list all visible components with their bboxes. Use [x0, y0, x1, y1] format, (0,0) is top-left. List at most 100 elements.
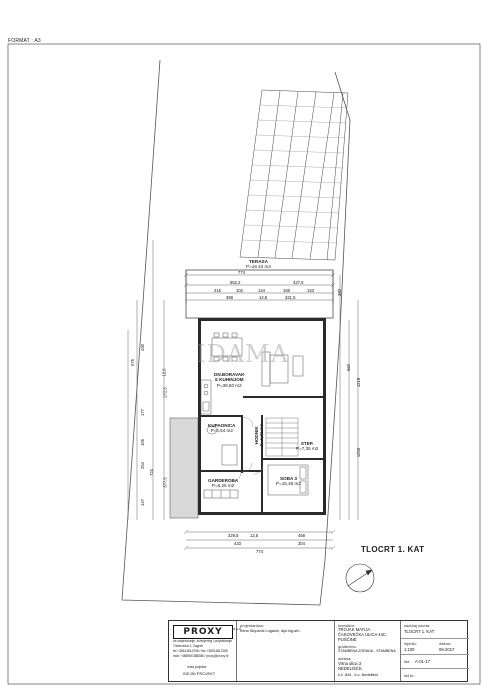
building-walls: [198, 318, 326, 515]
date-label: datum:: [439, 641, 452, 646]
dim-ticks: [183, 272, 336, 551]
dim-bottom-1: 229,5: [228, 533, 239, 538]
dim-top-2: 552,2: [230, 280, 241, 285]
address-label: adresa:: [338, 656, 352, 661]
dim-top-4: 215: [214, 288, 221, 293]
room-bathroom-area: P=4,54 m2: [210, 428, 233, 434]
dim-left-3: 575: [130, 359, 135, 366]
dim-left-8: 254: [140, 462, 145, 469]
kitchen-counter: [200, 379, 212, 415]
parcel: k.č. 844 , k.o. Nedelišće: [338, 673, 379, 677]
date-value: 06-2017: [439, 647, 455, 652]
company-mob: mob.+38598X388388 / proxy@proxy.hr: [173, 654, 229, 658]
number-label: list br.:: [404, 673, 416, 678]
room-wardrobe-area: P=6,25 m2: [211, 483, 235, 489]
dim-top-6: 144: [258, 288, 265, 293]
room-wardrobe-name: GARDEROBA: [208, 478, 239, 483]
watermark: IDAMA: [196, 340, 289, 368]
dim-right-3: 1219: [356, 377, 362, 388]
dim-top-5: 102: [236, 288, 243, 293]
tb-company: PROXY d.o.o. za savjetovanje, inženjerin…: [169, 621, 242, 681]
dim-bottom-6: 774: [256, 549, 263, 554]
dim-left-7: 105: [140, 439, 145, 446]
bed: [267, 464, 309, 496]
tb-number-row: list br.:: [401, 669, 469, 682]
dimension-lines-left: [127, 240, 165, 520]
terrace-outline: [185, 269, 334, 319]
dim-left-1: 724: [149, 469, 154, 476]
wardrobe: [203, 489, 239, 499]
dim-top-3: 427,8: [293, 280, 304, 285]
company-desc: za savjetovanje, inženjering i projektir…: [173, 639, 233, 643]
dimension-lines-bottom: [186, 531, 333, 549]
dining-table: [211, 332, 243, 362]
dim-bottom-5: 304: [298, 541, 305, 546]
sofa: [261, 351, 304, 387]
tb-scale-row: mjerilo: 1:100 datum: 06-2017: [401, 639, 469, 655]
tb-drawing-row: sadržaj nacrta: TLOCRT 1. KAT: [401, 621, 469, 639]
investor-line-3: PUŠĆINE: [338, 637, 357, 642]
terrace-label: TERASA P=19,43 m2: [246, 259, 271, 270]
terrace-name: TERASA: [249, 259, 268, 264]
room-wardrobe: GARDEROBA P=6,25 m2: [208, 478, 238, 489]
dim-right-2: 560: [346, 364, 351, 371]
room-hall-area: P=4,73 m2: [259, 424, 265, 447]
tb-project: investitor: TROJAK MATIJA ČAKOVEČKA ULIC…: [335, 621, 401, 681]
dim-top-7: 165: [283, 288, 290, 293]
dim-left-10: 377,5: [162, 477, 168, 488]
dim-left-2: 430: [140, 344, 145, 351]
north-arrow-icon: [345, 563, 375, 593]
room-bedroom-name: SOBA 3: [279, 476, 297, 481]
dim-bottom-3: 458: [298, 533, 305, 538]
dim-right-4: 1250: [356, 447, 362, 458]
sheet-border: [7, 43, 481, 685]
room-bedroom-area: P=15,48 m2: [276, 481, 301, 487]
roof-hatch: [239, 89, 349, 261]
room-bathroom: KUPAONICA P=4,54 m2: [208, 423, 235, 434]
dim-top-10: 12,5: [259, 295, 268, 300]
tb-sheet: sadržaj nacrta: TLOCRT 1. KAT mjerilo: 1…: [401, 621, 469, 681]
parcel-boundary: [121, 59, 321, 606]
dim-right-1: 380: [337, 289, 342, 296]
company-suffix: d.o.o.: [233, 627, 242, 631]
company-logo: PROXY: [173, 625, 233, 639]
sheet-format: FORMAT : A3: [8, 38, 41, 44]
door-swings: [230, 416, 264, 483]
sheet-value: A-01-17: [415, 659, 430, 664]
scale-value: 1:100: [404, 647, 415, 652]
dimension-lines-right: [339, 275, 359, 520]
dim-left-9: 147: [140, 499, 145, 506]
side-wing: [169, 417, 199, 519]
dim-top-9: 368: [226, 295, 233, 300]
room-stairs-name: STEP.: [300, 441, 314, 446]
room-living-area: P=38,50 m2: [216, 382, 242, 388]
plan-title: TLOCRT 1. KAT: [361, 545, 425, 554]
company-tel: tel.+38514812298 / fax.+38514812289: [173, 649, 228, 653]
dim-top-8: 153: [307, 288, 314, 293]
address-line-2: NEDELIŠĆE: [338, 666, 362, 671]
scale-label: mjerilo:: [404, 641, 417, 646]
investor-line-2: ČAKOVEČKA ULICA 44C,: [338, 632, 388, 637]
terrace-area: P=19,43 m2: [246, 264, 271, 270]
building-label: građevina:: [338, 644, 357, 649]
dim-bottom-4: 433: [234, 541, 241, 546]
dim-bottom-2: 12,5: [250, 533, 259, 538]
room-stairs-area: P=7,35 m2: [296, 446, 319, 452]
dim-left-6: 12,5: [161, 368, 167, 377]
building-type: STAMBENA ZGRADA - STAMBENA: [338, 649, 396, 653]
project-phase: IDEJNI PROJEKT: [183, 671, 216, 676]
drawing-name: TLOCRT 1. KAT: [404, 629, 435, 634]
title-block: PROXY d.o.o. za savjetovanje, inženjerin…: [168, 620, 469, 682]
address-line-1: Vrtna ulica 3: [338, 661, 362, 666]
dim-left-5: 272,5: [162, 387, 168, 398]
investor-label: investitor:: [338, 623, 356, 628]
dim-left-4: 177: [140, 409, 145, 416]
room-hall: HODNIK P=4,73 m2: [254, 424, 265, 446]
tb-designer: projektantica: Irena Stupanić Luganić, d…: [237, 621, 335, 681]
tb-sheet-row: list: A-01-17: [401, 655, 469, 669]
room-bathroom-name: KUPAONICA: [208, 423, 236, 428]
sheet-label: list:: [404, 659, 410, 664]
